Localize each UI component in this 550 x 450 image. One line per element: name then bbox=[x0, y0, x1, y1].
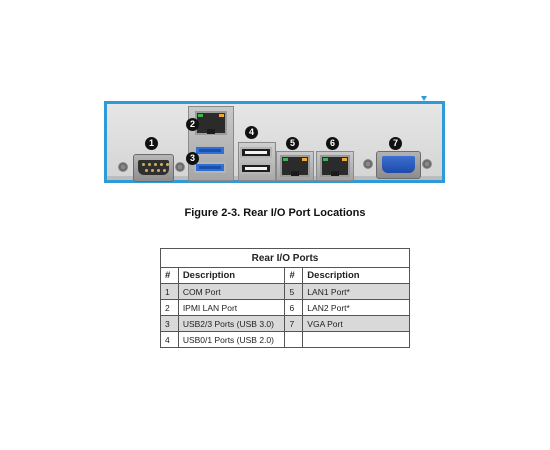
usb2-port-bottom bbox=[240, 163, 272, 174]
callout-2: 2 bbox=[186, 118, 199, 131]
usb2-stack bbox=[238, 142, 276, 181]
port-number: 2 bbox=[160, 299, 179, 316]
port-description: LAN2 Port* bbox=[302, 299, 410, 316]
table-header-row: # Description # Description bbox=[160, 267, 410, 284]
port-description: IPMI LAN Port bbox=[177, 299, 286, 316]
callout-5: 5 bbox=[286, 137, 299, 150]
port-number: 3 bbox=[160, 315, 179, 332]
rear-io-panel-image: 1 2 3 4 5 6 7 bbox=[104, 101, 445, 183]
port-number: 4 bbox=[160, 331, 179, 348]
port-number: 5 bbox=[284, 283, 304, 300]
column-header: Description bbox=[177, 267, 286, 284]
callout-3: 3 bbox=[186, 152, 199, 165]
column-header: # bbox=[284, 267, 304, 284]
vga-port bbox=[363, 151, 433, 179]
callout-7: 7 bbox=[389, 137, 402, 150]
table-row: 4 USB0/1 Ports (USB 2.0) bbox=[160, 331, 410, 348]
port-description bbox=[302, 331, 410, 348]
port-number: 6 bbox=[284, 299, 304, 316]
port-number bbox=[284, 331, 304, 348]
lan2-port bbox=[316, 151, 354, 181]
table-row: 2 IPMI LAN Port 6 LAN2 Port* bbox=[160, 299, 410, 316]
ipmi-lan-port bbox=[195, 111, 227, 135]
table-row: 3 USB2/3 Ports (USB 3.0) 7 VGA Port bbox=[160, 315, 410, 332]
port-description: USB0/1 Ports (USB 2.0) bbox=[177, 331, 286, 348]
port-number: 7 bbox=[284, 315, 304, 332]
callout-4: 4 bbox=[245, 126, 258, 139]
port-description: COM Port bbox=[177, 283, 286, 300]
lan1-port bbox=[276, 151, 314, 181]
rear-io-ports-table: Rear I/O Ports # Description # Descripti… bbox=[160, 248, 410, 348]
port-description: VGA Port bbox=[302, 315, 410, 332]
column-header: # bbox=[160, 267, 179, 284]
table-row: 1 COM Port 5 LAN1 Port* bbox=[160, 283, 410, 300]
callout-6: 6 bbox=[326, 137, 339, 150]
usb3-port-bottom bbox=[194, 162, 226, 173]
port-number: 1 bbox=[160, 283, 179, 300]
port-description: LAN1 Port* bbox=[302, 283, 410, 300]
table-title: Rear I/O Ports bbox=[160, 248, 410, 268]
panel-marker-icon bbox=[421, 96, 427, 101]
column-header: Description bbox=[302, 267, 410, 284]
port-description: USB2/3 Ports (USB 3.0) bbox=[177, 315, 286, 332]
usb2-port-top bbox=[240, 147, 272, 158]
com-port bbox=[118, 154, 187, 182]
callout-1: 1 bbox=[145, 137, 158, 150]
usb3-port-top bbox=[194, 145, 226, 156]
ipmi-usb3-stack bbox=[188, 106, 234, 181]
figure-caption: Figure 2-3. Rear I/O Port Locations bbox=[184, 207, 366, 219]
